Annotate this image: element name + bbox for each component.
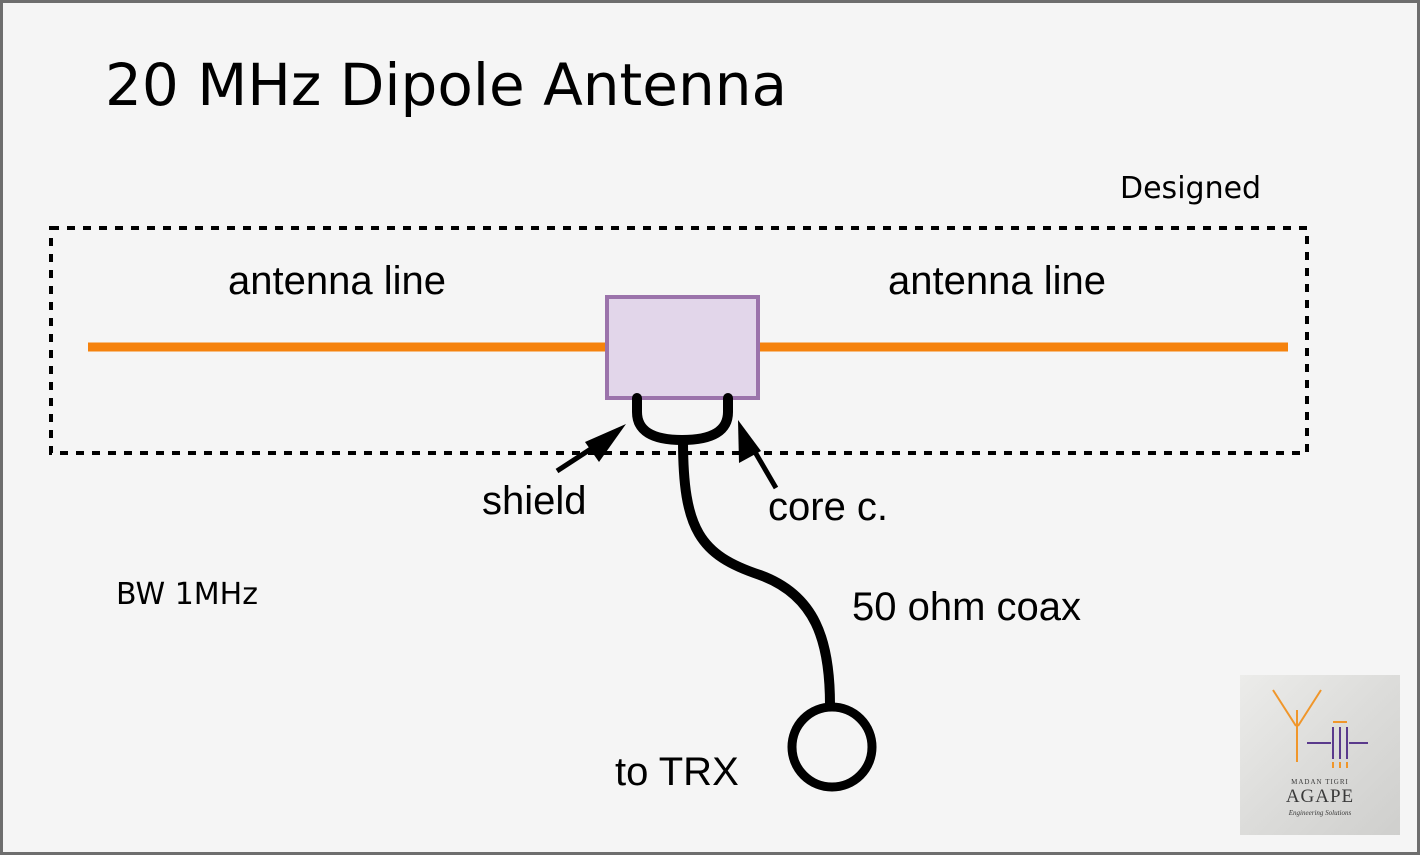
core-label: core c. (768, 485, 888, 529)
agape-logo: MADAN TIGRI AGAPE Engineering Solutions (1240, 675, 1400, 835)
bandwidth-label: BW 1MHz (116, 577, 258, 612)
trx-connector (787, 702, 877, 792)
antenna-left-label: antenna line (228, 259, 446, 303)
core-arrow-shaft (752, 450, 779, 490)
logo-tagline: Engineering Solutions (1288, 809, 1352, 817)
logo-name: AGAPE (1286, 786, 1354, 807)
logo-antenna-icon (1272, 689, 1322, 762)
diagram-title: 20 MHz Dipole Antenna (105, 51, 787, 119)
coax-label: 50 ohm coax (852, 585, 1081, 629)
coax-cable (678, 439, 835, 706)
logo-background (1240, 675, 1400, 835)
feed-loop (632, 393, 733, 446)
feed-point-box (605, 295, 760, 400)
logo-small-text: MADAN TIGRI (1291, 778, 1349, 786)
shield-arrow-head (585, 424, 626, 462)
shield-label: shield (482, 479, 587, 523)
trx-label: to TRX (615, 750, 739, 794)
logo-capacitor-icon (1307, 721, 1368, 768)
antenna-enclosure (49, 226, 1309, 455)
designed-label: Designed (1120, 171, 1261, 206)
antenna-right-label: antenna line (888, 259, 1106, 303)
core-arrow-head (738, 420, 761, 463)
